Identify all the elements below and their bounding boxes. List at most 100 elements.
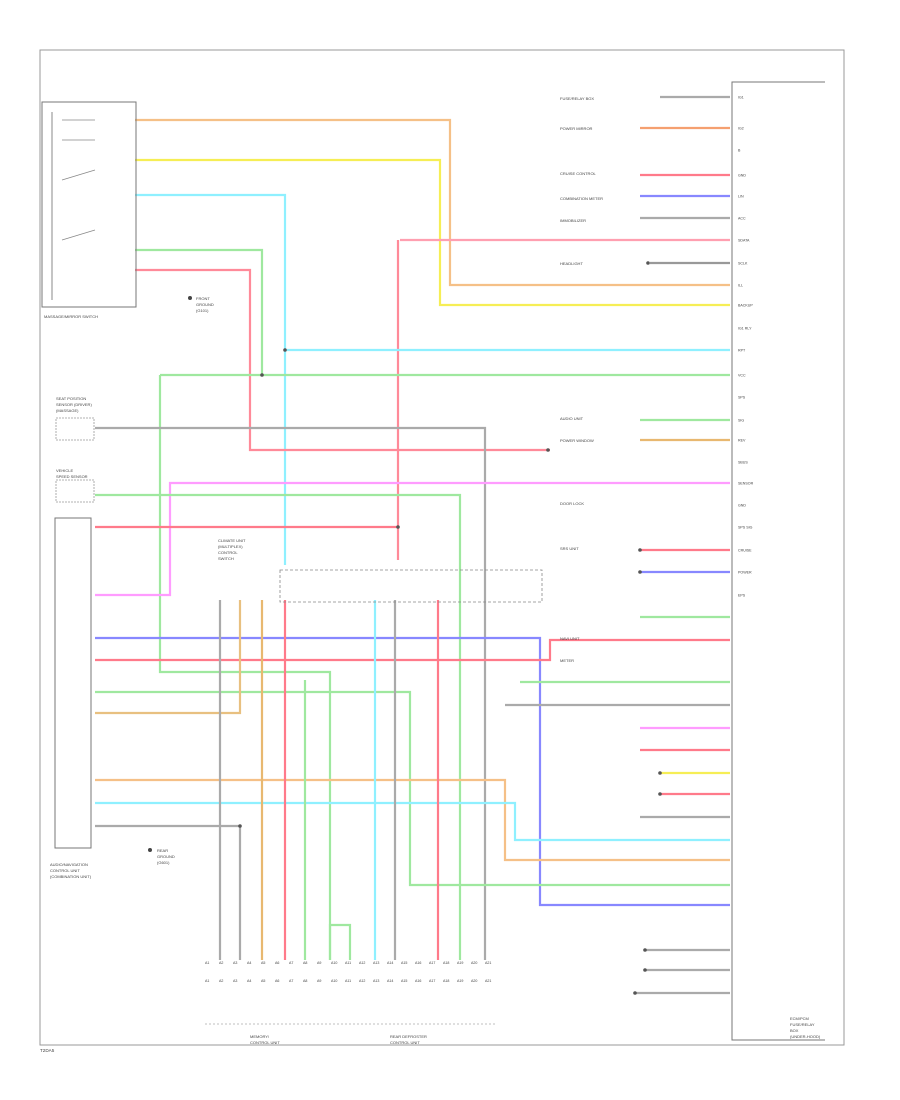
junction-dots [238,261,662,995]
climate-label-1: CLIMATE UNIT [218,538,246,543]
bottom-pin-label: A9 [317,961,321,965]
seat-sensor-label-2: SENSOR (DRIVER) [56,402,92,407]
wire-blue-1 [95,636,730,907]
bottom-pin-label-lower: A17 [429,979,435,983]
bottom-pin-label-lower: A10 [331,979,337,983]
bottom-pin-label: A2 [219,961,223,965]
ecm-label-4: (UNDER-HOOD) [790,1034,821,1039]
bottom-pin-label: A8 [303,961,307,965]
ground-left: FRONT GROUND (G101) [188,296,214,313]
audio-unit-label-1: AUDIO/NAVIGATION [50,862,88,867]
wire-green-vert [158,375,332,960]
ecm-pin-label: B [738,149,741,153]
ecm-label-3: BOX [790,1028,799,1033]
seat-sensor-label-3: (MASSAGE) [56,408,79,413]
wire-cyan-3 [95,801,730,842]
climate-label-4: SWITCH [218,556,234,561]
bottom-pin-label-lower: A5 [261,979,265,983]
bottom-pin-label-lower: A6 [275,979,279,983]
wire-orange-2 [95,778,730,862]
bottom-pin-label-lower: A21 [485,979,491,983]
right-device-label: CRUISE CONTROL [560,171,597,176]
wire-green-1 [135,248,264,375]
ecm-pin-label: SPS SIG [738,526,753,530]
ecm-pin-label: ACC [738,217,746,221]
ecm-pin-label: ILL [738,284,743,288]
right-device-label: HEADLIGHT [560,261,583,266]
ref-code: T2DA5 [40,1048,55,1053]
bottom-pin-label-lower: A18 [443,979,449,983]
right-device-label: SRS UNIT [560,546,579,551]
bottom-pin-label-lower: A4 [247,979,251,983]
vehicle-speed-sensor: VEHICLE SPEED SENSOR [55,468,95,503]
wire-gray-3 [95,824,242,960]
bottom-pin-label: A11 [345,961,351,965]
bottom-pin-label-lower: A16 [415,979,421,983]
bottom-pin-label: A7 [289,961,293,965]
ecm-pin-label: SENSOR [738,482,754,486]
ground-bottom-label-1: REAR [157,848,168,853]
bottom-pin-label-lower: A12 [359,979,365,983]
bottom-left-unit-label-2: CONTROL UNIT [250,1040,280,1045]
bottom-pin-label: A19 [457,961,463,965]
ecm-pin-label: GND [738,174,746,178]
right-device-label: METER [560,658,574,663]
ecm-label-2: FUSE/RELAY [790,1022,815,1027]
wire-green-3 [95,493,462,960]
ecm-pin-label: VCC [738,374,746,378]
ecm-pin-label: RPT [738,349,746,353]
bottom-pin-label: A15 [401,961,407,965]
bottom-pin-label: A5 [261,961,265,965]
bottom-pin-label: A3 [233,961,237,965]
bottom-pin-label-lower: A8 [303,979,307,983]
bottom-pin-label: A1 [205,961,209,965]
ecm-pin-label: POWER [738,571,752,575]
receiver-switch: MASSAGE/MIRROR SWITCH [41,101,137,319]
audio-control-unit: AUDIO/NAVIGATION CONTROL UNIT (COMBINATI… [50,517,92,879]
diagram-frame [39,49,845,1046]
seat-sensor-label-1: SEAT POSITION [56,396,86,401]
wire-gray-2 [95,426,487,960]
ground-left-label-1: FRONT [196,296,210,301]
bottom-right-unit-label-2: CONTROL UNIT [390,1040,420,1045]
bottom-pin-label-lower: A9 [317,979,321,983]
ground-left-label-3: (G101) [196,308,209,313]
bottom-pin-label: A10 [331,961,337,965]
ecm-pin-label: SIG [738,419,744,423]
bottom-pin-label-lower: A7 [289,979,293,983]
right-device-label: NAVI UNIT [560,636,580,641]
bottom-pin-label: A16 [415,961,421,965]
receiver-switch-label: MASSAGE/MIRROR SWITCH [44,314,98,319]
bottom-connector-row: A1A1A2A2A3A3A4A4A5A5A6A6A7A7A8A8A9A9A10A… [205,961,491,983]
ecm-pin-label: IG2 [738,127,744,131]
wire-tan-1 [95,600,242,715]
bottom-pin-label: A21 [485,961,491,965]
ecm-pin-label: IG1 RLY [738,327,752,331]
vss-label-2: SPEED SENSOR [56,474,88,479]
bottom-pin-label: A18 [443,961,449,965]
wire-green-4 [95,690,730,887]
wires [95,95,730,995]
climate-control-unit: CLIMATE UNIT (MULTIPLEX) CONTROL SWITCH [218,538,543,603]
ecm-pin-label: SCLK [738,262,748,266]
wire-cyan-1 [135,193,287,565]
bottom-pin-label-lower: A3 [233,979,237,983]
ecm-pin-label: IG1 [738,96,744,100]
bottom-pin-label-lower: A1 [205,979,209,983]
wire-yellow-1 [135,158,730,307]
bottom-pin-label: A14 [387,961,393,965]
vss-label-1: VEHICLE [56,468,73,473]
right-device-label: COMBINATION METER [560,196,603,201]
wire-red-1 [135,268,550,452]
ground-left-label-2: GROUND [196,302,214,307]
audio-unit-label-2: CONTROL UNIT [50,868,80,873]
bottom-pin-label-lower: A2 [219,979,223,983]
climate-label-3: CONTROL [218,550,238,555]
wire-green-loop [328,923,352,960]
bottom-pin-label-lower: A11 [345,979,351,983]
bottom-pin-label: A4 [247,961,251,965]
ground-bottom: REAR GROUND (G601) [148,848,175,865]
